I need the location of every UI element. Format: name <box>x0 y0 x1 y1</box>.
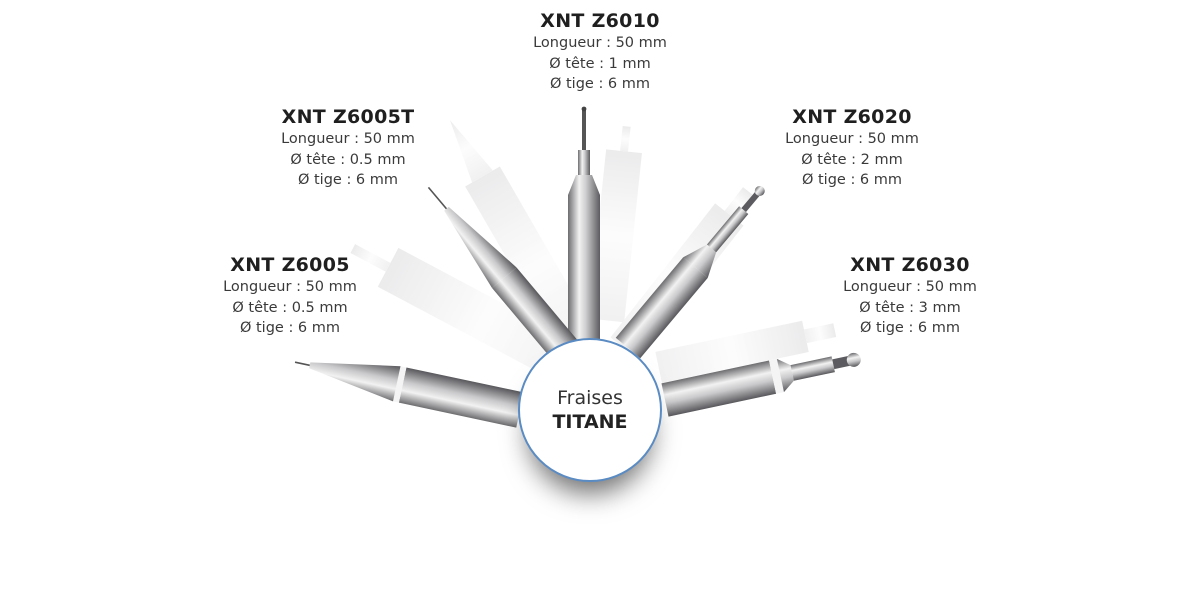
spec-head-diameter: Ø tête : 0.5 mm <box>290 151 406 168</box>
spec-card-z6030: XNT Z6030 Longueur : 50 mm Ø tête : 3 mm… <box>780 253 1040 339</box>
tool-z6010 <box>568 106 600 345</box>
spec-head-diameter: Ø tête : 0.5 mm <box>232 299 348 316</box>
spec-card-z6010: XNT Z6010 Longueur : 50 mm Ø tête : 1 mm… <box>470 9 730 95</box>
tool-z6030 <box>661 352 861 417</box>
spec-shank-diameter: Ø tige : 6 mm <box>549 76 651 92</box>
spec-shank-diameter: Ø tige : 6 mm <box>239 320 341 336</box>
spec-card-z6020: XNT Z6020 Longueur : 50 mm Ø tête : 2 mm… <box>722 105 982 191</box>
spec-head-diameter: Ø tête : 2 mm <box>801 151 903 168</box>
tool-z6005 <box>294 361 524 428</box>
spec-card-z6005t: XNT Z6005T Longueur : 50 mm Ø tête : 0.5… <box>218 105 478 191</box>
spec-shank-diameter: Ø tige : 6 mm <box>297 172 399 188</box>
spec-shank-diameter: Ø tige : 6 mm <box>801 172 903 188</box>
badge-line-2: TITANE <box>552 411 628 433</box>
spec-length: Longueur : 50 mm <box>785 131 919 147</box>
spec-length: Longueur : 50 mm <box>843 279 977 295</box>
spec-card-z6005: XNT Z6005 Longueur : 50 mm Ø tête : 0.5 … <box>160 253 420 339</box>
product-name: XNT Z6005T <box>281 106 415 128</box>
spec-head-diameter: Ø tête : 1 mm <box>549 55 651 72</box>
tool-z6020 <box>615 185 765 359</box>
spec-length: Longueur : 50 mm <box>533 35 667 51</box>
product-name: XNT Z6005 <box>230 254 350 276</box>
spec-length: Longueur : 50 mm <box>223 279 357 295</box>
badge-line-1: Fraises <box>557 387 623 409</box>
tool-reflections <box>350 120 837 391</box>
product-name: XNT Z6020 <box>792 106 912 128</box>
product-name: XNT Z6010 <box>540 10 660 32</box>
product-name: XNT Z6030 <box>850 254 970 276</box>
fraises-titane-badge: Fraises TITANE <box>518 338 662 482</box>
spec-head-diameter: Ø tête : 3 mm <box>859 299 961 316</box>
spec-length: Longueur : 50 mm <box>281 131 415 147</box>
spec-shank-diameter: Ø tige : 6 mm <box>859 320 961 336</box>
